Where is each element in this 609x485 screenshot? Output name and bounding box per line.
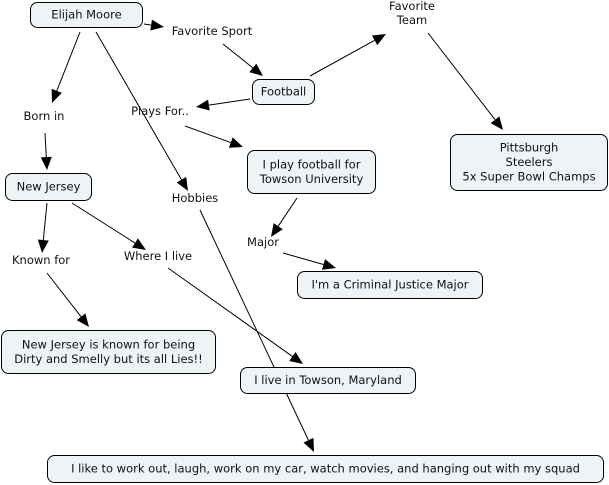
connection-line-major-to-criminal-justice bbox=[282, 252, 324, 265]
concept-box bbox=[297, 271, 483, 299]
arrowhead-icon bbox=[490, 116, 503, 130]
concept-text: New Jersey is known for being bbox=[22, 337, 195, 351]
connection-line-football-to-plays-for bbox=[208, 98, 251, 106]
concept-text: I play football for bbox=[263, 157, 361, 171]
arrowhead-icon bbox=[176, 176, 188, 191]
arrowhead-icon bbox=[150, 19, 164, 31]
concept-box bbox=[450, 134, 608, 191]
connection-line-elijah-to-favorite-sport bbox=[143, 23, 152, 26]
concept-box bbox=[1, 330, 216, 374]
concept-text: 5x Super Bowl Champs bbox=[462, 170, 595, 184]
connection-line-football-to-favorite-team bbox=[309, 39, 375, 77]
concept-text: Towson University bbox=[259, 172, 364, 186]
linking-phrase-favorite-team[interactable]: Favorite bbox=[389, 0, 435, 13]
arrowhead-icon bbox=[132, 238, 146, 250]
concept-box bbox=[30, 2, 143, 28]
concept-text: Football bbox=[261, 85, 307, 99]
linking-phrase-hobbies[interactable]: Hobbies bbox=[172, 191, 219, 205]
connection-line-where-i-live-to-towson-md bbox=[167, 267, 293, 357]
concept-text: I like to work out, laugh, work on my ca… bbox=[71, 462, 580, 476]
arrowhead-icon bbox=[271, 223, 283, 237]
concept-text: Pittsburgh bbox=[500, 141, 559, 155]
connection-line-elijah-to-hobbies bbox=[95, 31, 182, 180]
arrowhead-icon bbox=[196, 99, 210, 111]
concept-text: I'm a Criminal Justice Major bbox=[311, 278, 468, 292]
linking-phrase-major[interactable]: Major bbox=[247, 235, 279, 249]
connection-line-new-jersey-to-known-for bbox=[42, 202, 48, 241]
connection-line-born-in-to-new-jersey bbox=[44, 132, 47, 158]
arrowhead-icon bbox=[228, 137, 243, 148]
arrowhead-icon bbox=[51, 88, 62, 103]
concept-text: Elijah Moore bbox=[51, 8, 121, 22]
linking-phrase-favorite-team[interactable]: Team bbox=[396, 13, 427, 27]
connection-lines bbox=[37, 19, 503, 452]
connection-line-towson-u-to-major bbox=[277, 197, 298, 227]
arrowhead-icon bbox=[37, 239, 49, 253]
arrowhead-icon bbox=[289, 351, 303, 364]
linking-phrase-known-for[interactable]: Known for bbox=[12, 253, 70, 267]
linking-phrase-where-i-live[interactable]: Where I live bbox=[124, 249, 192, 263]
connection-line-favorite-team-to-steelers bbox=[427, 32, 496, 121]
connection-line-known-for-to-nj-known bbox=[46, 272, 82, 318]
arrowhead-icon bbox=[249, 63, 263, 76]
connection-line-plays-for-to-towson-u bbox=[184, 125, 231, 144]
concept-text: New Jersey bbox=[17, 180, 81, 194]
arrowhead-icon bbox=[76, 313, 89, 327]
linking-phrase-favorite-sport[interactable]: Favorite Sport bbox=[172, 24, 253, 38]
linking-phrase-plays-for[interactable]: Plays For.. bbox=[131, 104, 189, 118]
concept-text: Steelers bbox=[506, 155, 553, 169]
concept-box bbox=[252, 79, 315, 105]
arrowhead-icon bbox=[371, 34, 386, 46]
connection-line-favorite-sport-to-football bbox=[222, 43, 254, 69]
connection-line-hobbies-to-hobbies-detail bbox=[199, 209, 309, 441]
concept-box bbox=[240, 367, 416, 394]
connection-line-new-jersey-to-where-i-live bbox=[71, 202, 136, 244]
concept-box bbox=[47, 455, 604, 483]
arrowhead-icon bbox=[40, 156, 52, 170]
concept-node-towson-md[interactable]: I live in Towson, Maryland bbox=[240, 367, 416, 394]
concept-node-elijah[interactable]: Elijah Moore bbox=[30, 2, 143, 28]
arrowhead-icon bbox=[321, 259, 336, 270]
connection-line-elijah-to-born-in bbox=[56, 31, 81, 92]
concept-box bbox=[5, 173, 92, 201]
concept-node-new-jersey[interactable]: New Jersey bbox=[5, 173, 92, 201]
concept-box bbox=[247, 150, 376, 194]
concept-node-criminal-justice[interactable]: I'm a Criminal Justice Major bbox=[297, 271, 483, 299]
linking-phrase-born-in[interactable]: Born in bbox=[24, 109, 65, 123]
concept-text: Dirty and Smelly but its all Lies!! bbox=[14, 352, 203, 366]
arrowhead-icon bbox=[303, 437, 314, 452]
concept-node-football[interactable]: Football bbox=[252, 79, 315, 105]
concept-node-hobbies-detail[interactable]: I like to work out, laugh, work on my ca… bbox=[47, 455, 604, 483]
concept-text: I live in Towson, Maryland bbox=[254, 373, 402, 387]
